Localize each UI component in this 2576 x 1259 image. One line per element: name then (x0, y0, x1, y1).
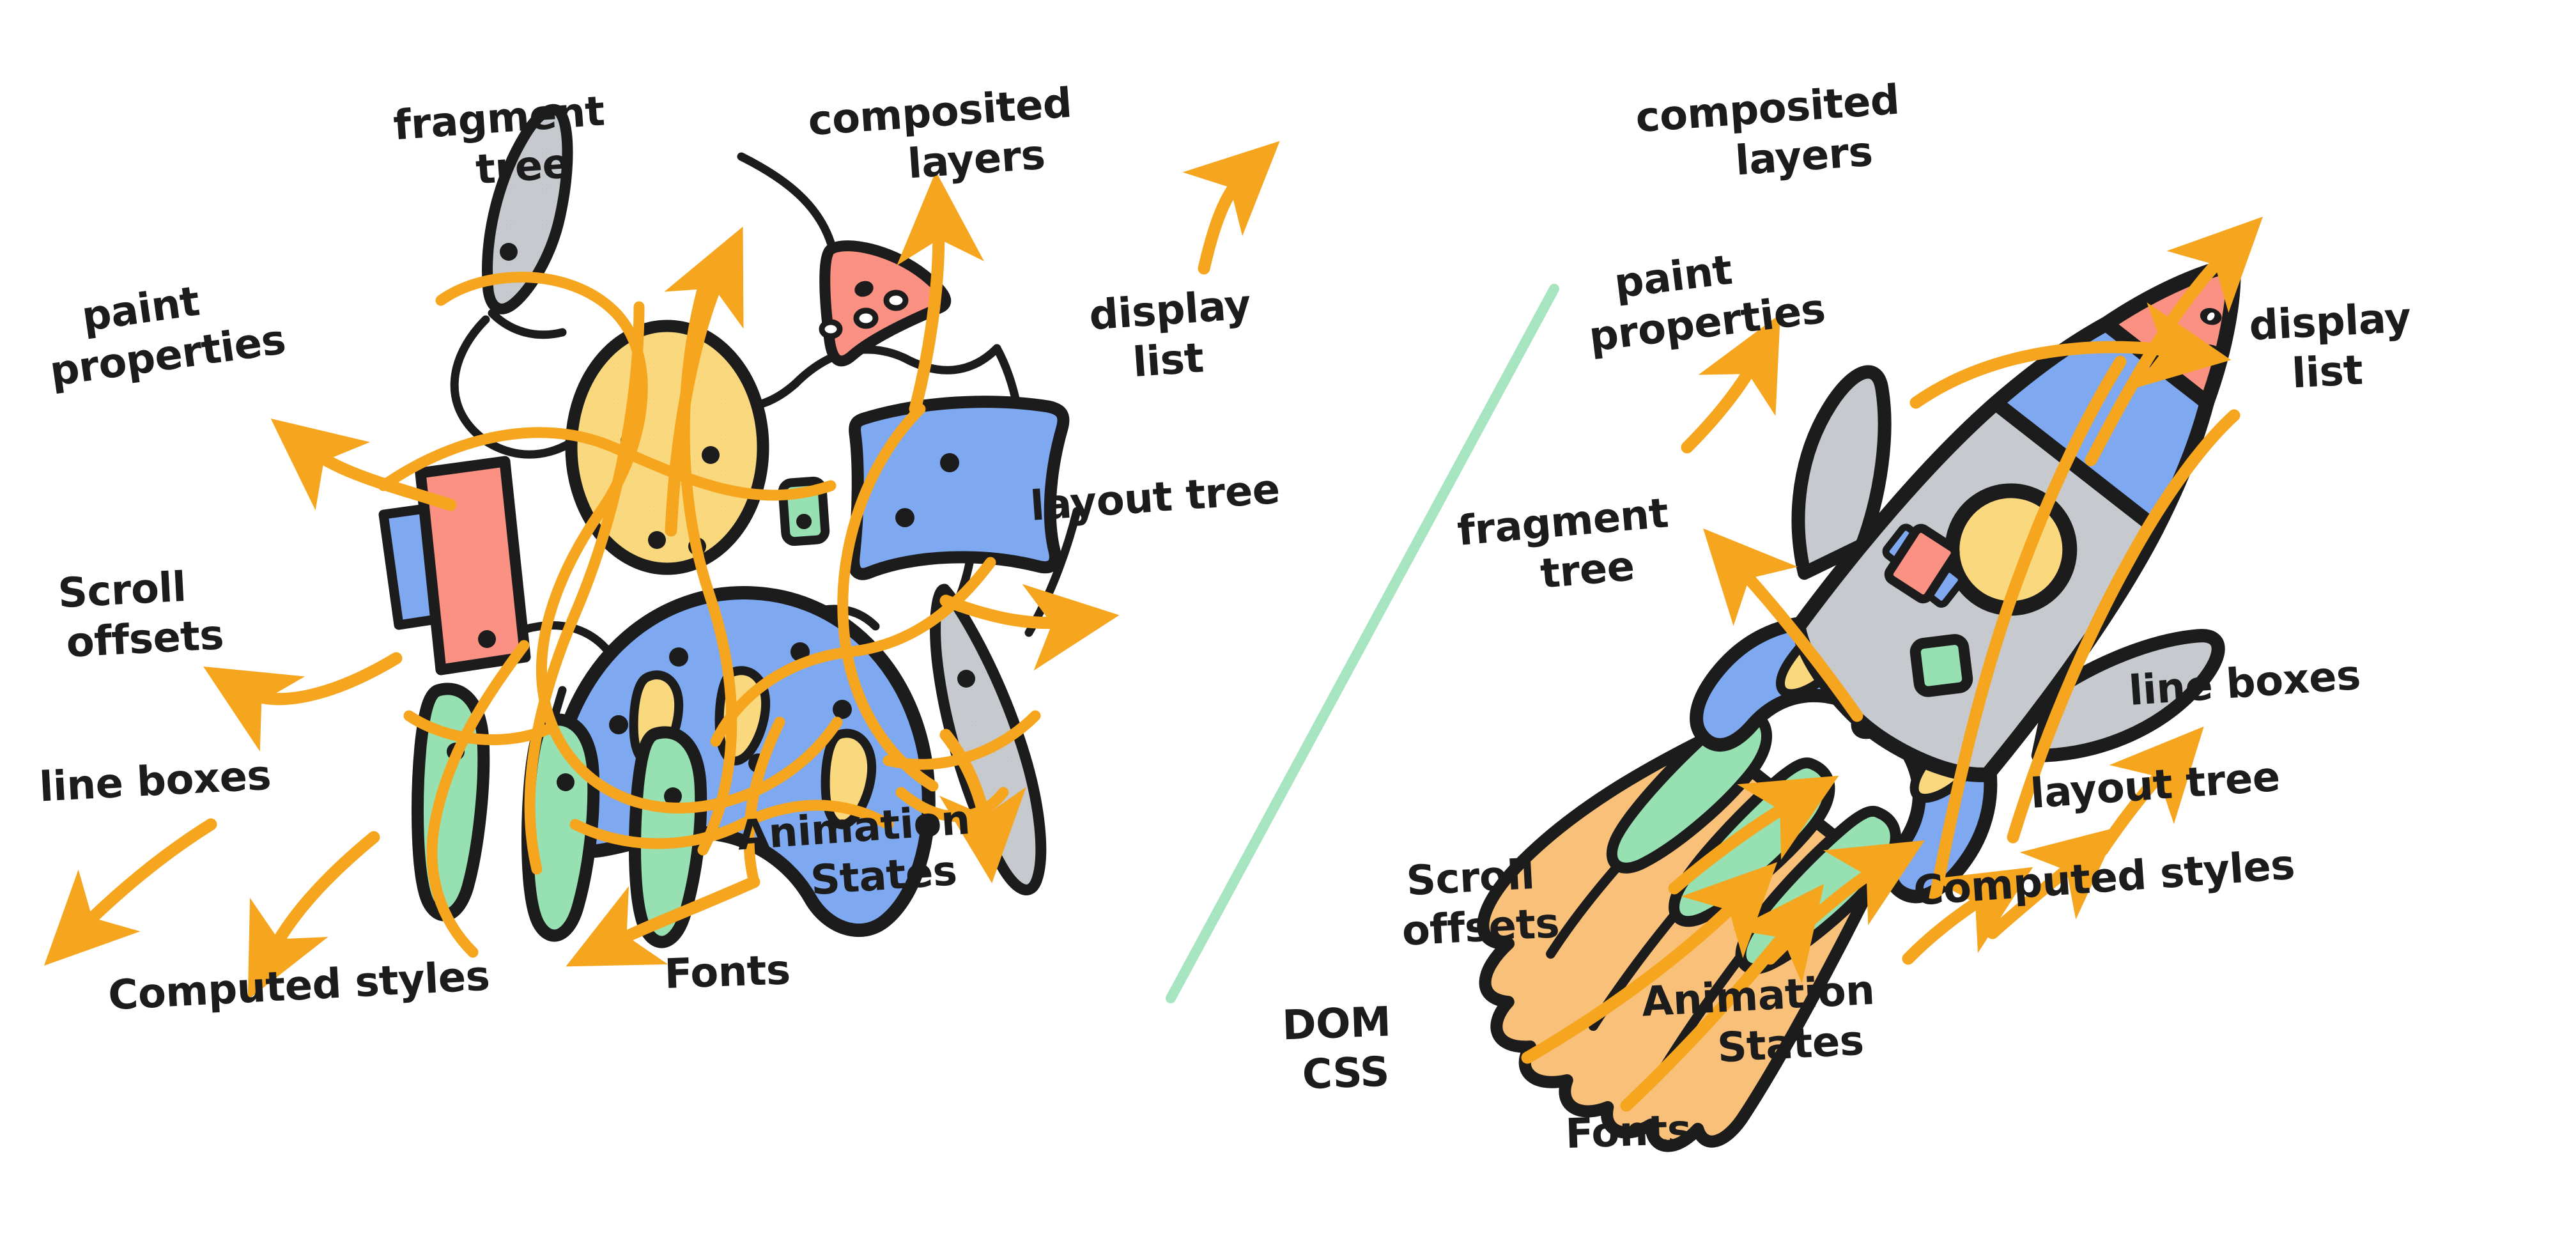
label-composited-layers: composited layers (806, 71, 1201, 195)
rocket-hatch (1882, 523, 1965, 608)
label-text: tree (474, 140, 571, 194)
label-text: Scroll (1405, 851, 1536, 905)
arrow-to-fragment-tree (664, 226, 744, 537)
label-text: layers (906, 132, 1047, 189)
rocket-threaded-wires (1929, 355, 2241, 904)
label-text: display (1088, 281, 1253, 339)
arrow-to-paint-properties (270, 418, 457, 511)
arrow-to-composited-layers (897, 171, 984, 415)
arrow-to-fonts (566, 876, 760, 967)
arrow-to-scroll-offsets (203, 652, 403, 752)
label-text: offsets (65, 612, 225, 667)
label-text: Fonts (1564, 1106, 1692, 1158)
arrow-to-dom-css (1521, 861, 1778, 1064)
label-text: CSS (1302, 1049, 1390, 1099)
arrow-to-fragment-tree (1703, 528, 1863, 722)
label-text: offsets (1401, 900, 1561, 955)
arrow-to-display-list (1909, 302, 2232, 409)
label-scroll-offsets: Scroll offsets (57, 557, 322, 667)
label-text: layers (1734, 128, 1874, 185)
label-text: DOM (1281, 998, 1391, 1049)
label-fonts: Fonts (1564, 1103, 1789, 1158)
label-display-list: display list (1088, 272, 1381, 389)
part-green-flame-fingers (412, 683, 707, 948)
labels-right: composited layers paint properties displ… (1281, 68, 2540, 1159)
arrow-to-layout-tree (939, 583, 1120, 671)
label-text: list (2291, 347, 2364, 398)
label-text: States (1716, 1017, 1865, 1072)
arrow-to-animation-states (939, 729, 1026, 883)
rocket-vent (1909, 634, 1973, 697)
right-panel-assembled-rocket: composited layers paint properties displ… (1281, 68, 2540, 1159)
label-arrows-right (1521, 216, 2264, 1112)
arrow-to-line-boxes (43, 818, 217, 966)
label-text: list (1131, 335, 1205, 387)
label-arrows-left (43, 141, 1280, 1000)
part-salmon-window-block (378, 456, 531, 676)
wire-through-body-b (2007, 409, 2241, 844)
label-display-list: display list (2248, 288, 2540, 399)
label-text: States (809, 847, 959, 905)
part-gray-fin-upper (482, 104, 573, 314)
label-text: tree (1539, 543, 1637, 598)
label-text: Scroll (57, 564, 187, 617)
label-fonts: Fonts (663, 943, 888, 998)
label-text: display (2248, 295, 2412, 350)
arrow-to-computed-styles (247, 831, 380, 1000)
label-text: Fonts (663, 946, 791, 998)
part-salmon-nose-cone (819, 240, 952, 367)
label-dom-css: DOM CSS (1281, 994, 1518, 1100)
wire-through-body-a (1929, 355, 2127, 904)
arrow-to-display-list (1182, 141, 1280, 275)
part-green-chip (778, 476, 830, 546)
rocket-fin-left (1791, 365, 1892, 580)
label-scroll-offsets: Scroll offsets (1398, 845, 1663, 955)
part-yellow-body-oval (565, 320, 769, 575)
part-blue-display-panel (847, 396, 1070, 580)
arrow-to-fonts (1620, 884, 1824, 1112)
diagonal-divider (1166, 284, 1559, 1003)
arrow-to-paint-properties (1681, 314, 1780, 454)
arrow-to-computed-styles (1902, 867, 2033, 965)
label-composited-layers: composited layers (1634, 68, 2029, 192)
